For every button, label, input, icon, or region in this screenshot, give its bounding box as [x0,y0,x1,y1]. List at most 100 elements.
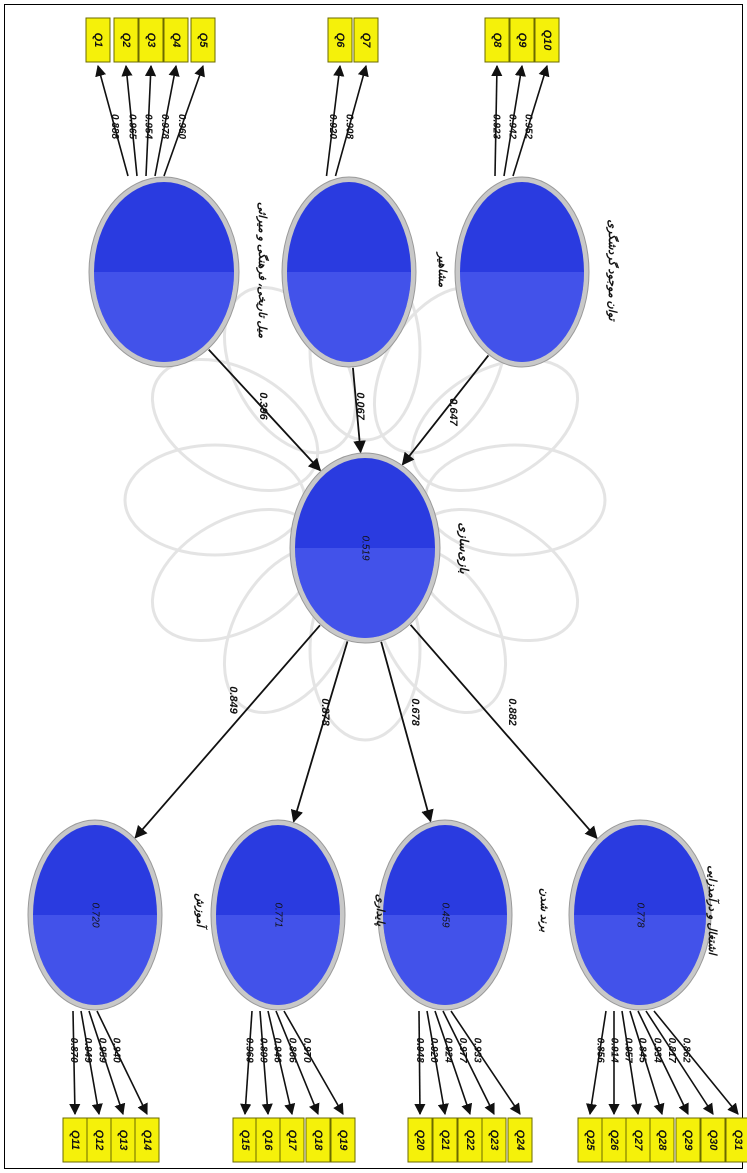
indicator-q1-box [85,17,111,63]
indicator-q29-label: Q29 [682,1130,694,1152]
indicator-q20-label: Q20 [414,1130,426,1152]
construct-celebrities-shade [287,272,411,362]
indicator-q10-label: Q10 [541,30,553,52]
indicator-q24-box [507,1117,533,1163]
construct-tourism-shade [460,272,584,362]
loading-arrow-q22 [434,1010,473,1116]
path-coefficient-sustainability: 0.878 [319,698,331,726]
indicator-q8-label: Q8 [491,33,503,49]
indicator-q26-label: Q26 [608,1130,620,1152]
loading-value-q1: 0.888 [109,114,120,139]
indicator-q2-label: Q2 [120,33,132,48]
construct-heritage-shade [94,272,234,362]
indicator-q30-box [700,1117,726,1163]
indicator-q18-label: Q18 [312,1130,324,1152]
loading-value-q28: 0.845 [637,1038,648,1063]
watermark-petal [423,443,607,557]
loading-value-q22: 0.924 [443,1038,454,1063]
indicator-q14-box [134,1117,160,1163]
indicator-q12-label: Q12 [93,1130,105,1151]
loading-value-q23: 0.977 [457,1038,468,1063]
loading-value-q24: 0.933 [472,1038,483,1063]
r2-value-sustainability: 0.771 [272,902,283,927]
r2-value-education: 0.720 [89,902,100,927]
loading-arrow-q12 [80,1010,103,1116]
loading-value-q13: 0.959 [96,1038,107,1063]
indicator-q9-box [509,17,535,63]
loading-value-q17: 0.946 [271,1038,282,1063]
path-arrow-sustainability [290,641,349,823]
construct-label-heritage: میل تاریخی، فرهنگی و میراثی [256,202,270,338]
construct-label-celebrities: مشاهیر [436,251,448,287]
indicator-q17-label: Q17 [286,1130,298,1152]
indicator-q19-box [330,1117,356,1163]
path-arrow-employment [409,624,598,840]
indicator-q3-box [138,17,164,63]
path-coefficient-education: 0.849 [227,686,239,714]
indicator-q8-box [484,17,510,63]
loading-value-q3: 0.954 [143,114,154,139]
indicator-q22-label: Q22 [464,1130,476,1151]
loading-value-q7: 0.908 [344,114,355,139]
loading-value-q25: 0.856 [594,1038,605,1063]
indicator-q29-box [675,1117,701,1163]
path-arrow-branding [380,641,434,823]
indicator-q4-label: Q4 [170,33,182,48]
path-coefficient-branding: 0.678 [409,698,421,726]
loading-arrow-q14 [96,1010,148,1116]
loading-arrow-q2 [121,64,138,177]
construct-label-employment: اشتغال و درآمدزایی [706,865,720,956]
path-coefficient-celebrities: 0.067 [354,392,366,420]
loading-arrow-q30 [645,1010,714,1115]
path-coefficient-heritage: 0.396 [257,392,269,420]
indicator-q25-box [577,1117,603,1163]
indicator-q11-label: Q11 [69,1130,81,1150]
construct-employment-shade [574,915,706,1005]
path-arrow-education [134,624,321,839]
path-arrow-celebrities [352,367,366,454]
loading-value-q16: 0.899 [257,1038,268,1063]
loading-arrow-q16 [259,1010,273,1116]
indicator-q31-label: Q31 [732,1130,744,1151]
r2-value-employment: 0.778 [634,902,645,927]
loading-value-q8: 0.923 [490,114,501,139]
construct-label-sustainability: پایداری [374,894,386,927]
loading-value-q2: 0.965 [126,114,137,139]
loading-arrow-q28 [629,1010,665,1116]
loading-value-q20: 0.948 [414,1038,425,1063]
indicator-q5-box [190,17,216,63]
indicator-q24-label: Q24 [514,1130,526,1151]
watermark-petal [410,357,580,493]
loading-arrow-q21 [426,1010,449,1116]
path-coefficient-employment: 0.882 [506,698,518,726]
construct-label-tourism: توان موجود گردشگری [606,219,620,322]
indicator-q16-label: Q16 [262,1130,274,1152]
loading-value-q29: 0.934 [651,1038,662,1063]
indicator-q13-label: Q13 [117,1130,129,1151]
loading-value-q31: 0.862 [680,1038,691,1063]
loading-arrow-q8 [491,64,503,177]
loading-arrow-q25 [586,1010,607,1116]
indicator-q19-label: Q19 [337,1130,349,1152]
loading-arrow-q31 [653,1010,739,1115]
indicator-q25-label: Q25 [584,1130,596,1152]
construct-branding-shade [383,915,507,1005]
loading-arrow-q29 [637,1010,689,1116]
indicator-q9-label: Q9 [516,33,528,49]
loading-arrow-q23 [442,1010,495,1116]
indicator-q15-label: Q15 [239,1130,251,1152]
diagram-frame [4,4,743,1169]
loading-value-q30: 0.817 [666,1038,677,1063]
loading-arrow-q3 [144,64,157,177]
path-arrow-heritage [208,348,322,472]
path-coefficient-tourism: 0.647 [447,398,459,426]
indicator-q30-label: Q30 [707,1130,719,1152]
loading-value-q4: 0.978 [159,114,170,139]
indicator-q4-box [163,17,189,63]
indicator-q21-label: Q21 [439,1130,451,1151]
loading-arrow-q27 [621,1010,642,1116]
loading-arrow-q18 [275,1010,320,1116]
indicator-q3-label: Q3 [145,33,157,48]
indicator-q14-label: Q14 [141,1130,153,1151]
